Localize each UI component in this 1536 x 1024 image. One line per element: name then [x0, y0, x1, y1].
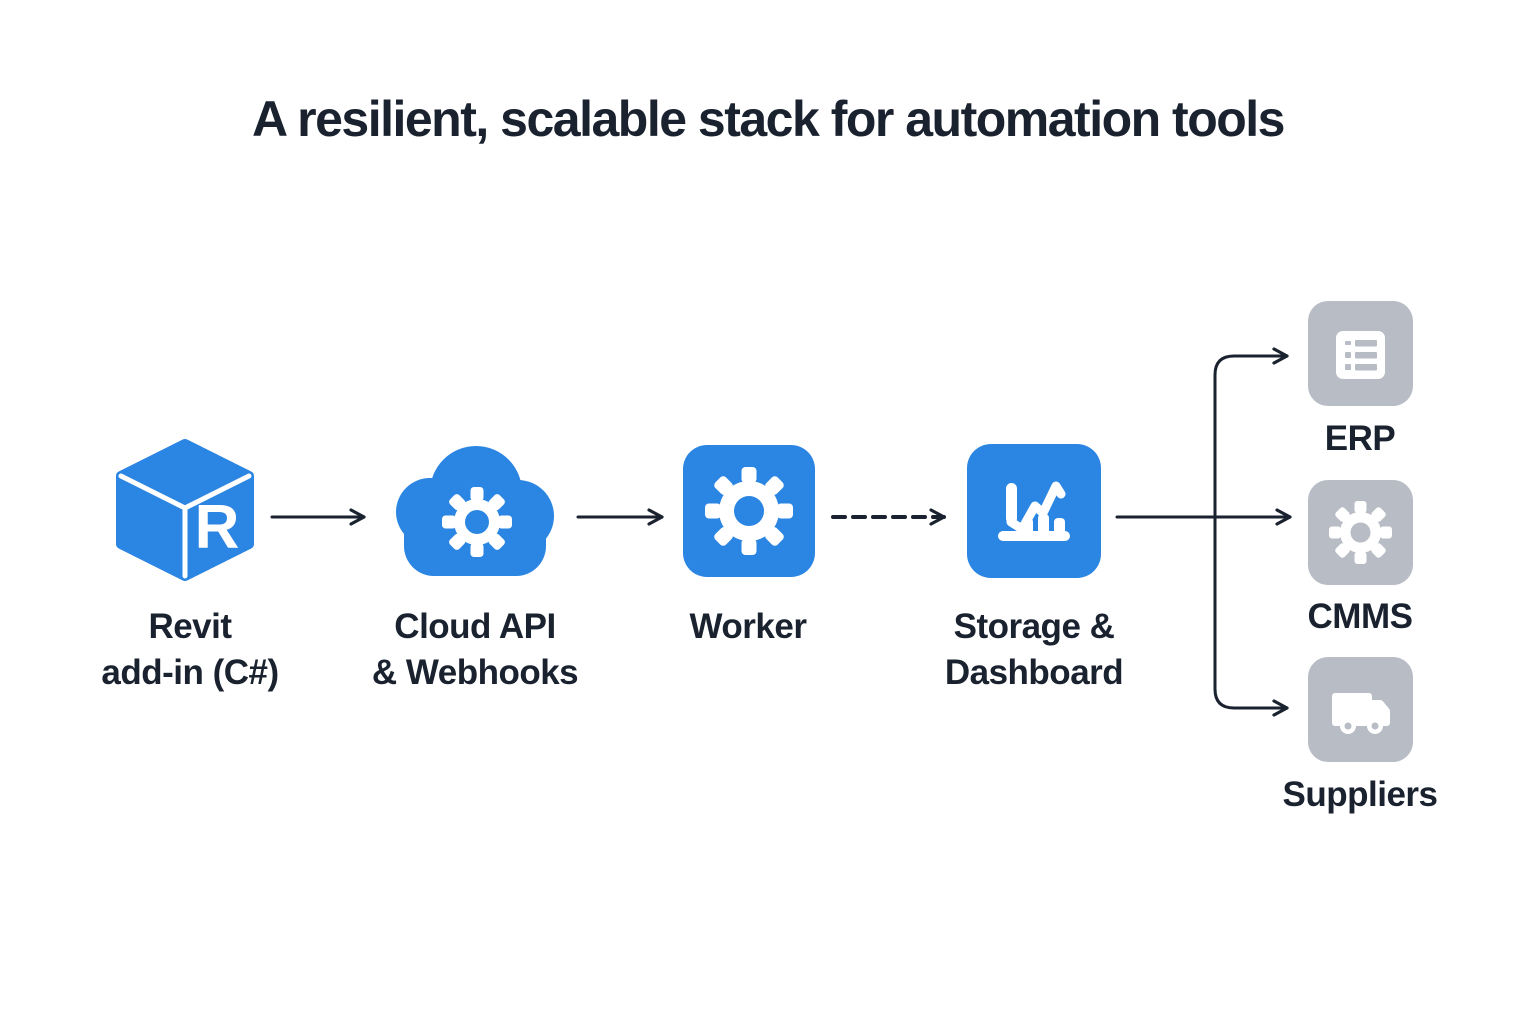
cmms-label: CMMS: [1307, 597, 1413, 636]
arrow-storage-to-erp: [1213, 347, 1289, 519]
erp-list-icon: [1308, 301, 1413, 406]
revit-label: Revit add-in (C#): [101, 607, 279, 692]
cloud-gear-icon: [396, 446, 554, 576]
storage-dashboard-label: Storage & Dashboard: [944, 607, 1124, 692]
arrow-storage-to-suppliers: [1213, 515, 1289, 717]
storage-dashboard-chart-icon: [967, 444, 1101, 578]
revit-badge-letter: R: [195, 493, 240, 562]
worker-label: Worker: [689, 607, 807, 646]
cmms-gear-icon: [1308, 480, 1413, 585]
diagram-title: A resilient, scalable stack for automati…: [251, 91, 1286, 147]
cloud-api-label: Cloud API & Webhooks: [371, 607, 579, 692]
revit-cube-icon: R: [116, 439, 254, 581]
suppliers-truck-icon: [1308, 657, 1413, 762]
erp-label: ERP: [1324, 419, 1396, 458]
worker-gear-icon: [683, 445, 815, 577]
suppliers-label: Suppliers: [1282, 775, 1438, 814]
